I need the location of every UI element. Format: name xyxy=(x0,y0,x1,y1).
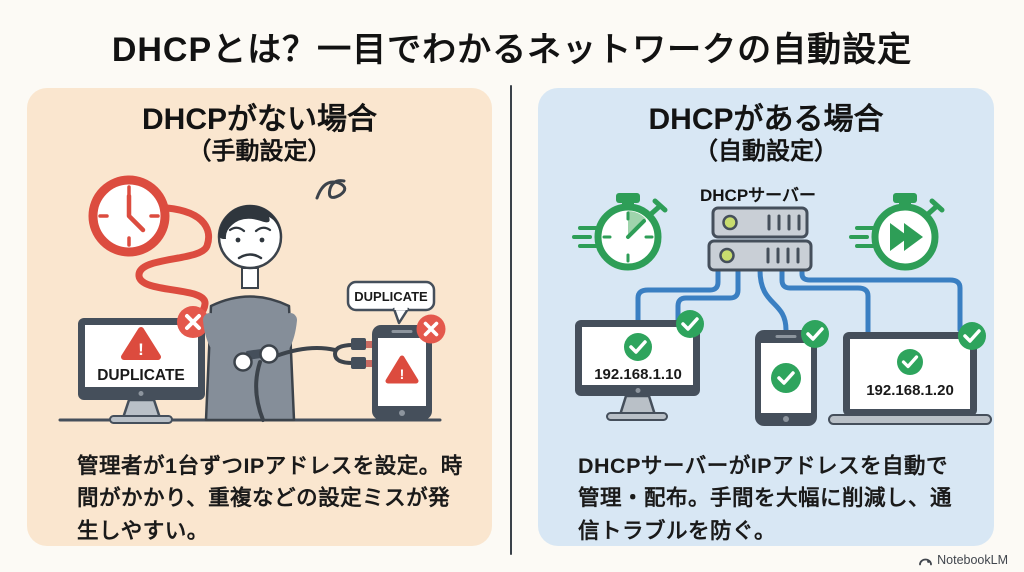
smartphone-ok xyxy=(755,330,817,426)
warning-triangle-icon: ! xyxy=(385,355,419,384)
check-badge-icon xyxy=(958,322,986,350)
speech-bubble: DUPLICATE xyxy=(346,280,436,325)
fast-forward-stopwatch-icon xyxy=(849,193,945,271)
monitor-ip-label: 192.168.1.10 xyxy=(594,366,682,383)
left-panel-description: 管理者が1台ずつIPアドレスを設定。時間がかかり、重複などの設定ミスが発生しやす… xyxy=(77,454,463,543)
svg-text:!: ! xyxy=(400,366,405,382)
laptop-ok: 192.168.1.20 xyxy=(828,332,992,425)
cable-connectors xyxy=(332,338,373,369)
panel-no-dhcp: DHCPがない場合 （手動設定） ! xyxy=(27,88,492,546)
left-panel-title: DHCPがない場合 xyxy=(141,103,377,136)
check-circle-icon xyxy=(897,349,923,375)
monitor-ok: 192.168.1.10 xyxy=(575,320,700,421)
right-panel-description: DHCPサーバーがIPアドレスを自動で管理・配布。手間を大幅に削減し、通信トラブ… xyxy=(578,454,953,543)
confusion-squiggle-icon xyxy=(315,179,347,200)
monitor-error: ! DUPLICATE xyxy=(78,318,205,424)
warning-triangle-icon: ! xyxy=(121,327,161,360)
watermark-label: NotebookLM xyxy=(937,553,1008,567)
notebooklm-logo-icon xyxy=(919,558,933,566)
panel-divider xyxy=(510,85,512,555)
check-badge-icon xyxy=(676,310,704,338)
stopwatch-icon xyxy=(572,193,668,271)
server-icon xyxy=(707,206,813,272)
check-badge-icon xyxy=(801,320,829,348)
page-title: DHCPとは？一目でわかるネットワークの自動設定 xyxy=(111,31,913,69)
right-panel-title: DHCPがある場合 xyxy=(648,103,884,136)
x-badge-icon xyxy=(416,314,446,344)
smartphone-error: ! xyxy=(372,325,432,420)
svg-text:!: ! xyxy=(138,340,144,359)
check-circle-icon xyxy=(624,333,652,361)
check-circle-icon xyxy=(771,363,801,393)
server-label: DHCPサーバー xyxy=(700,186,816,205)
panel-with-dhcp: DHCPがある場合 （自動設定） DHCPサーバー xyxy=(538,88,994,546)
network-cables xyxy=(635,267,963,335)
red-cable xyxy=(135,204,213,324)
person-illustration xyxy=(203,179,347,422)
x-badge-icon xyxy=(177,306,209,338)
right-panel-subtitle: （自動設定） xyxy=(694,137,838,165)
laptop-ip-label: 192.168.1.20 xyxy=(866,382,954,399)
manual-setup-illustration: ! DUPLICATE xyxy=(58,175,446,424)
monitor-error-label: DUPLICATE xyxy=(97,367,185,384)
left-panel-subtitle: （手動設定） xyxy=(187,137,332,165)
auto-setup-illustration: DHCPサーバー xyxy=(572,186,992,426)
watermark: NotebookLM xyxy=(918,553,1008,567)
clock-icon xyxy=(88,175,170,257)
bubble-label: DUPLICATE xyxy=(354,289,428,304)
